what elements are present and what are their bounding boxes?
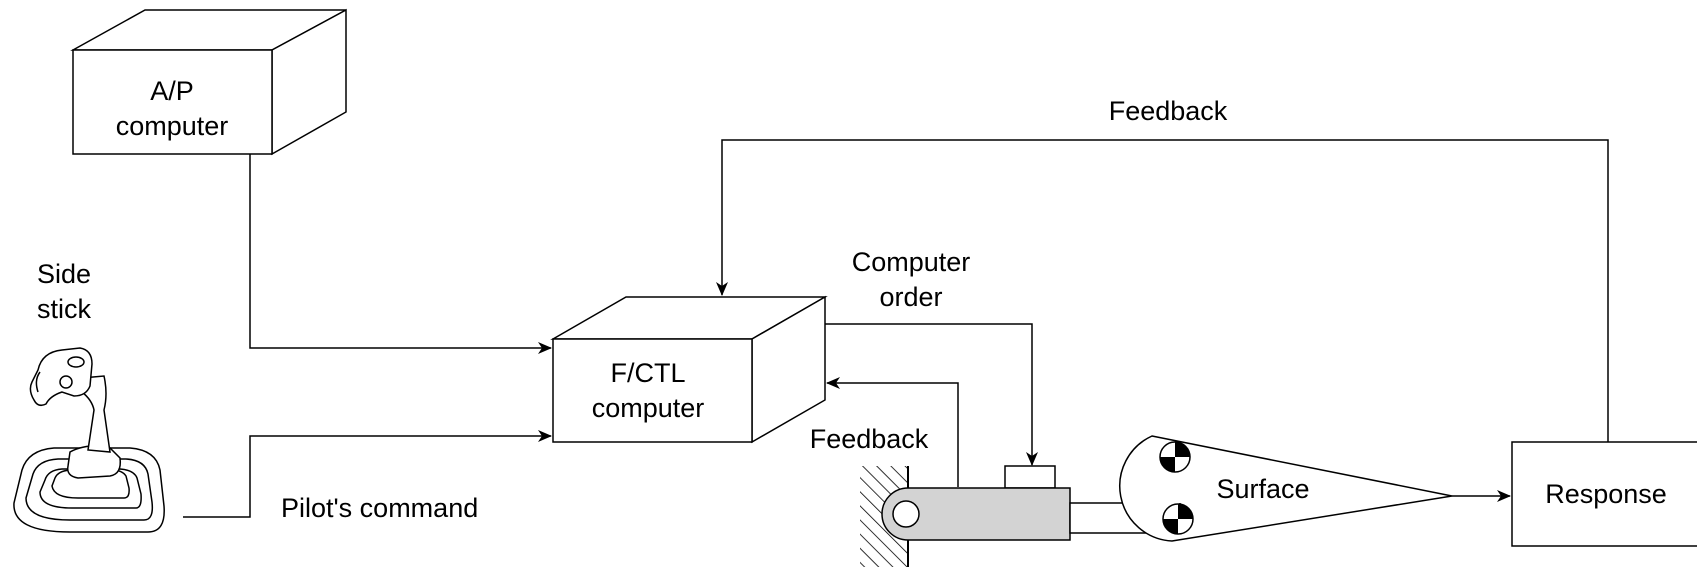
pilot-command-label: Pilot's command bbox=[281, 493, 478, 523]
computer-order-label-line2: order bbox=[879, 282, 942, 312]
actuator-feedback-arrow bbox=[826, 377, 959, 487]
computer-order-label-line1: Computer bbox=[852, 247, 971, 277]
top-feedback-arrow bbox=[716, 139, 1609, 442]
center-of-gravity-icon bbox=[1159, 441, 1191, 473]
side-stick-label-line1: Side bbox=[37, 259, 91, 289]
pilot-command-arrow bbox=[183, 430, 552, 518]
fctl-computer-block bbox=[550, 295, 828, 444]
fctl-computer-label-line2: computer bbox=[592, 393, 705, 423]
ap-computer-label-line2: computer bbox=[116, 111, 229, 141]
response-label: Response bbox=[1545, 479, 1667, 509]
fctl-computer-label-line1: F/CTL bbox=[610, 358, 685, 388]
ap-computer-block bbox=[70, 8, 347, 156]
top-feedback-label: Feedback bbox=[1109, 96, 1228, 126]
response-block bbox=[1511, 441, 1697, 547]
ap-computer-label-line1: A/P bbox=[150, 76, 194, 106]
computer-order-arrow bbox=[825, 323, 1038, 466]
control-surface bbox=[1119, 435, 1453, 542]
center-of-gravity-icon bbox=[1162, 503, 1194, 535]
joystick-icon bbox=[13, 347, 165, 533]
side-stick-label-line2: stick bbox=[37, 294, 92, 324]
actuator-pivot bbox=[892, 500, 920, 528]
ap-to-fctl-arrow bbox=[249, 154, 552, 354]
actuator-sensor-box bbox=[1004, 465, 1056, 489]
actuator-cylinder bbox=[881, 487, 1071, 541]
surface-label: Surface bbox=[1216, 474, 1309, 504]
actuator-feedback-label: Feedback bbox=[810, 424, 929, 454]
